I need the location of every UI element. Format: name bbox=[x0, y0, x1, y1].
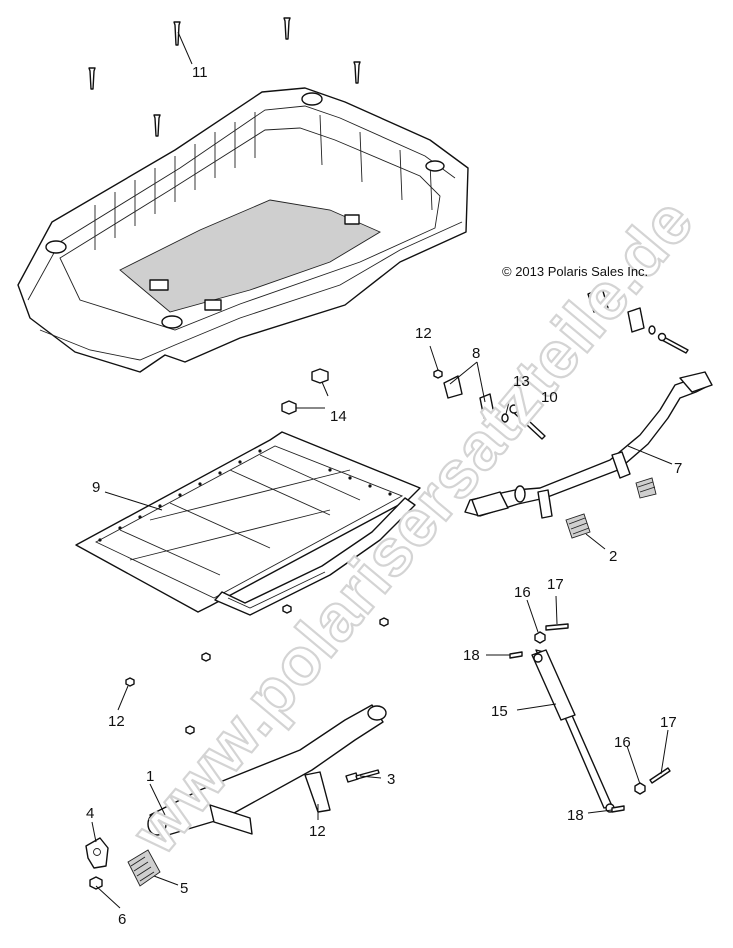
bolt-18-group bbox=[509, 651, 625, 813]
pin-17-group bbox=[545, 623, 671, 784]
callout-17-bottom: 17 bbox=[660, 714, 677, 731]
callout-6: 6 bbox=[118, 911, 126, 928]
pin-10 bbox=[509, 404, 546, 440]
callout-4: 4 bbox=[86, 805, 94, 822]
clamp-4 bbox=[85, 837, 109, 869]
bracket-8-group bbox=[443, 287, 645, 419]
callout-1: 1 bbox=[146, 768, 154, 785]
callout-14: 14 bbox=[330, 408, 347, 425]
callout-3: 3 bbox=[387, 771, 395, 788]
cargo-box bbox=[17, 87, 469, 373]
bolt-3 bbox=[345, 769, 380, 783]
callout-11: 11 bbox=[192, 64, 208, 81]
callout-12-left: 12 bbox=[108, 713, 125, 730]
callout-9: 9 bbox=[92, 479, 100, 496]
callout-7: 7 bbox=[674, 460, 682, 477]
spring-2 bbox=[565, 477, 657, 539]
callout-13: 13 bbox=[513, 373, 530, 390]
screw-11-group bbox=[88, 17, 361, 137]
lower-tube-1 bbox=[147, 704, 387, 836]
gas-strut-15 bbox=[531, 649, 615, 813]
leader-lines bbox=[91, 31, 673, 909]
callout-15: 15 bbox=[491, 703, 508, 720]
callout-16-top: 16 bbox=[514, 584, 531, 601]
callout-8: 8 bbox=[472, 345, 480, 362]
copyright-text: © 2013 Polaris Sales Inc. bbox=[502, 264, 648, 279]
callout-12-top: 12 bbox=[415, 325, 432, 342]
callout-5: 5 bbox=[180, 880, 188, 897]
pin-upper bbox=[657, 332, 689, 354]
callout-10: 10 bbox=[541, 389, 558, 406]
lever-rod-7 bbox=[464, 371, 713, 519]
callout-18-bottom: 18 bbox=[567, 807, 584, 824]
washer-6 bbox=[89, 876, 103, 890]
nut-14-group bbox=[281, 368, 329, 415]
frame-9 bbox=[75, 431, 421, 616]
callout-16-bottom: 16 bbox=[614, 734, 631, 751]
callout-17-top: 17 bbox=[547, 576, 564, 593]
callout-18-top: 18 bbox=[463, 647, 480, 664]
callout-12-bottom: 12 bbox=[309, 823, 326, 840]
spring-5 bbox=[127, 849, 161, 887]
washer-13 bbox=[501, 325, 656, 423]
callout-2: 2 bbox=[609, 548, 617, 565]
